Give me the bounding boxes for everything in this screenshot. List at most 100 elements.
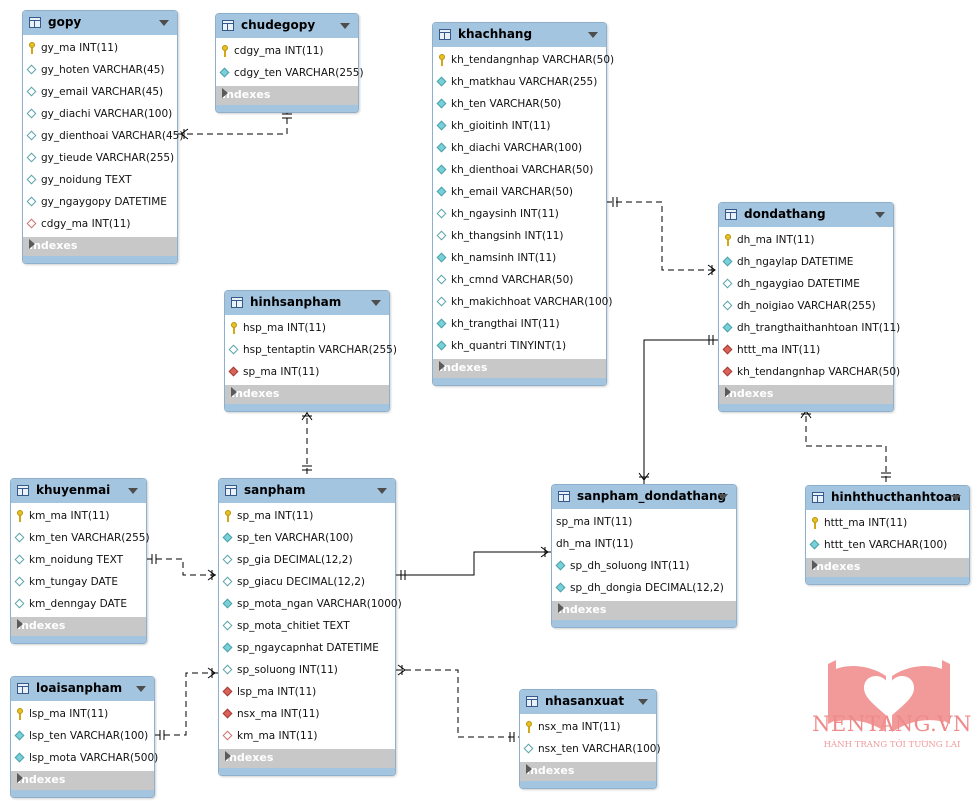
column-row[interactable]: kh_thangsinh INT(11) (433, 225, 606, 247)
column-row[interactable]: httt_ma INT(11) (719, 339, 893, 361)
column-row[interactable]: sp_soluong INT(11) (219, 659, 395, 681)
column-row[interactable]: km_noidung TEXT (11, 549, 146, 571)
collapse-arrow-icon[interactable] (588, 32, 598, 38)
column-row[interactable]: kh_matkhau VARCHAR(255) (433, 71, 606, 93)
column-row[interactable]: kh_tendangnhap VARCHAR(50) (433, 49, 614, 71)
column-row[interactable]: kh_dienthoai VARCHAR(50) (433, 159, 606, 181)
indexes-bar[interactable]: Indexes (219, 749, 395, 768)
indexes-bar[interactable]: Indexes (806, 558, 969, 577)
column-row[interactable]: sp_ngaycapnhat DATETIME (219, 637, 395, 659)
column-row[interactable]: km_tungay DATE (11, 571, 146, 593)
column-row[interactable]: gy_tieude VARCHAR(255) (23, 147, 177, 169)
column-row[interactable]: kh_trangthai INT(11) (433, 313, 606, 335)
column-row[interactable]: sp_mota_chitiet TEXT (219, 615, 395, 637)
column-row[interactable]: gy_noidung TEXT (23, 169, 177, 191)
expand-arrow-icon[interactable] (725, 387, 731, 397)
collapse-arrow-icon[interactable] (638, 699, 648, 705)
column-row[interactable]: kh_namsinh INT(11) (433, 247, 606, 269)
column-row[interactable]: nsx_ten VARCHAR(100) (520, 738, 661, 760)
indexes-bar[interactable]: Indexes (11, 617, 146, 636)
column-row[interactable]: gy_diachi VARCHAR(100) (23, 103, 177, 125)
column-row[interactable]: sp_ma INT(11) (219, 505, 395, 527)
column-row[interactable]: kh_email VARCHAR(50) (433, 181, 606, 203)
column-row[interactable]: kh_makichhoat VARCHAR(100) (433, 291, 612, 313)
column-row[interactable]: kh_gioitinh INT(11) (433, 115, 606, 137)
expand-arrow-icon[interactable] (558, 603, 564, 613)
column-row[interactable]: lsp_ma INT(11) (11, 703, 154, 725)
column-row[interactable]: gy_email VARCHAR(45) (23, 81, 177, 103)
expand-arrow-icon[interactable] (526, 764, 532, 774)
column-row[interactable]: httt_ten VARCHAR(100) (806, 534, 969, 556)
column-row[interactable]: km_denngay DATE (11, 593, 146, 615)
expand-arrow-icon[interactable] (231, 387, 237, 397)
collapse-arrow-icon[interactable] (377, 488, 387, 494)
column-row[interactable]: lsp_ten VARCHAR(100) (11, 725, 154, 747)
column-row[interactable]: sp_ten VARCHAR(100) (219, 527, 395, 549)
column-row[interactable]: cdgy_ma INT(11) (23, 213, 177, 235)
indexes-bar[interactable]: Indexes (11, 771, 154, 790)
expand-arrow-icon[interactable] (225, 751, 231, 761)
expand-arrow-icon[interactable] (812, 560, 818, 570)
column-row[interactable]: kh_tendangnhap VARCHAR(50) (719, 361, 900, 383)
collapse-arrow-icon[interactable] (159, 20, 169, 26)
column-row[interactable]: hsp_tentaptin VARCHAR(255) (225, 339, 397, 361)
column-row[interactable]: sp_dh_soluong INT(11) (552, 555, 736, 577)
collapse-arrow-icon[interactable] (951, 495, 961, 501)
collapse-arrow-icon[interactable] (340, 23, 350, 29)
column-row[interactable]: dh_noigiao VARCHAR(255) (719, 295, 893, 317)
column-row[interactable]: sp_ma INT(11) (225, 361, 389, 383)
column-row[interactable]: hsp_ma INT(11) (225, 317, 389, 339)
column-row[interactable]: kh_quantri TINYINT(1) (433, 335, 606, 357)
expand-arrow-icon[interactable] (17, 773, 23, 783)
indexes-bar[interactable]: Indexes (23, 237, 177, 256)
indexes-bar[interactable]: Indexes (225, 385, 389, 404)
column-row[interactable]: sp_ma INT(11) (552, 511, 736, 533)
column-row[interactable]: lsp_ma INT(11) (219, 681, 395, 703)
column-row[interactable]: dh_ngaygiao DATETIME (719, 273, 893, 295)
column-row[interactable]: sp_dh_dongia DECIMAL(12,2) (552, 577, 736, 599)
column-row[interactable]: sp_giacu DECIMAL(12,2) (219, 571, 395, 593)
indexes-bar[interactable]: Indexes (719, 385, 893, 404)
column-row[interactable]: cdgy_ma INT(11) (216, 40, 358, 62)
expand-arrow-icon[interactable] (222, 88, 228, 98)
column-row[interactable]: dh_trangthaithanhtoan INT(11) (719, 317, 900, 339)
column-row[interactable]: dh_ma INT(11) (719, 229, 893, 251)
column-row[interactable]: cdgy_ten VARCHAR(255) (216, 62, 364, 84)
column-row[interactable]: gy_hoten VARCHAR(45) (23, 59, 177, 81)
column-row[interactable]: nsx_ma INT(11) (219, 703, 395, 725)
collapse-arrow-icon[interactable] (718, 494, 728, 500)
column-row[interactable]: kh_cmnd VARCHAR(50) (433, 269, 606, 291)
collapse-arrow-icon[interactable] (371, 300, 381, 306)
expand-arrow-icon[interactable] (17, 619, 23, 629)
column-row[interactable]: kh_ngaysinh INT(11) (433, 203, 606, 225)
column-row[interactable]: gy_ngaygopy DATETIME (23, 191, 177, 213)
indexes-bar[interactable]: Indexes (216, 86, 358, 105)
indexes-bar[interactable]: Indexes (552, 601, 736, 620)
expand-arrow-icon[interactable] (439, 361, 445, 371)
column-row[interactable]: km_ma INT(11) (219, 725, 395, 747)
column-row[interactable]: sp_gia DECIMAL(12,2) (219, 549, 395, 571)
collapse-arrow-icon[interactable] (875, 212, 885, 218)
column-row[interactable]: sp_mota_ngan VARCHAR(1000) (219, 593, 402, 615)
column-row[interactable]: dh_ngaylap DATETIME (719, 251, 893, 273)
column-row[interactable]: gy_dienthoai VARCHAR(45) (23, 125, 183, 147)
column-row[interactable]: km_ma INT(11) (11, 505, 146, 527)
indexes-bar[interactable]: Indexes (520, 762, 656, 781)
column-row[interactable]: dh_ma INT(11) (552, 533, 736, 555)
expand-arrow-icon[interactable] (29, 239, 35, 249)
column-row[interactable]: km_ten VARCHAR(255) (11, 527, 150, 549)
collapse-arrow-icon[interactable] (136, 686, 146, 692)
column-row[interactable]: gy_ma INT(11) (23, 37, 177, 59)
column-row[interactable]: kh_ten VARCHAR(50) (433, 93, 606, 115)
column-row[interactable]: lsp_mota VARCHAR(500) (11, 747, 158, 769)
column-row[interactable]: httt_ma INT(11) (806, 512, 969, 534)
